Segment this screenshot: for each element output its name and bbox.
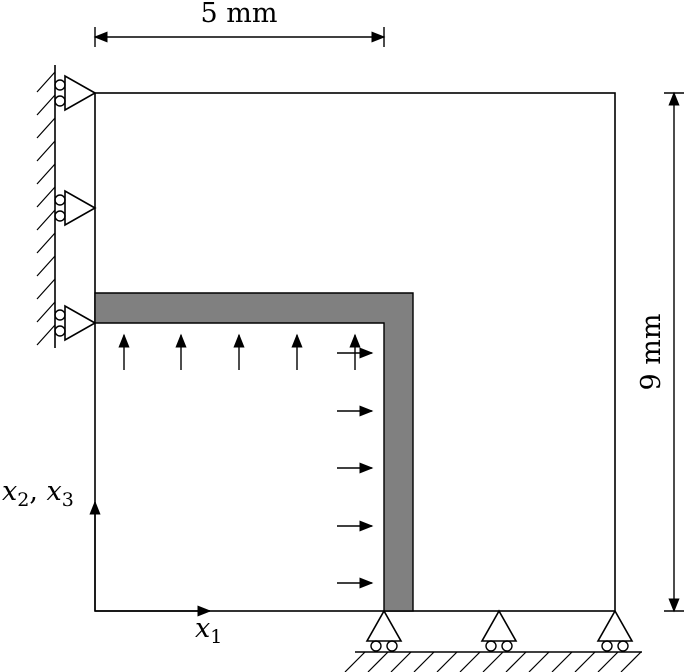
height-dimension-label: 9 mm — [636, 314, 667, 391]
bottom-support-left — [365, 609, 403, 652]
domain-outline — [94, 92, 616, 612]
l-shaped-band — [94, 292, 414, 612]
bottom-support-right — [596, 609, 634, 652]
vertical-axis-label: x2, x3 — [2, 476, 74, 511]
left-wall — [36, 65, 56, 348]
width-dimension-label: 5 mm — [201, 0, 278, 29]
bottom-support-middle — [480, 609, 518, 652]
left-support-bottom — [54, 304, 97, 342]
upward-load-arrows — [118, 333, 361, 370]
bottom-ground — [344, 651, 642, 672]
rightward-load-arrows — [337, 347, 374, 589]
left-support-middle — [54, 189, 97, 227]
coordinate-axes: x2, x3 x1 — [2, 476, 222, 648]
top-dimension: 5 mm — [93, 0, 386, 47]
left-support-top — [54, 74, 97, 112]
right-dimension: 9 mm — [636, 91, 684, 613]
horizontal-axis-label: x1 — [195, 613, 222, 648]
